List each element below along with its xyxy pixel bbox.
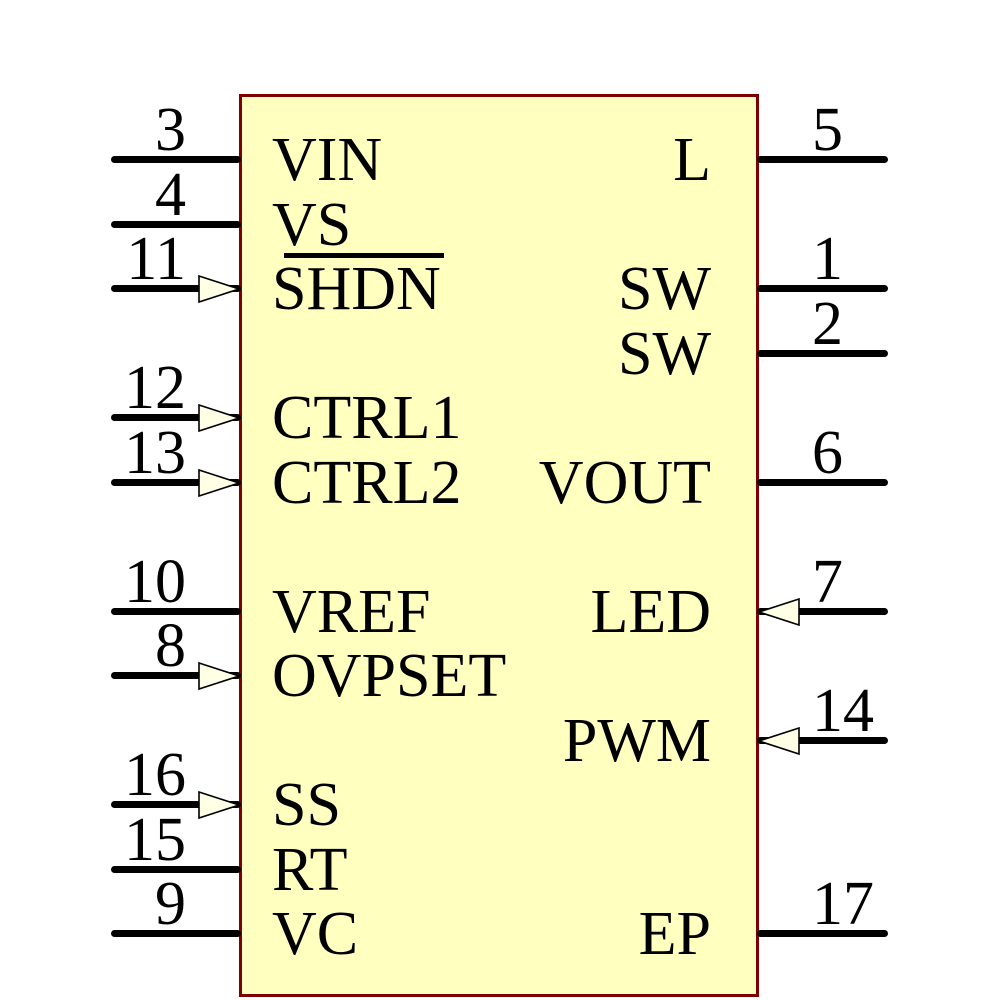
pin-label: VIN <box>272 125 383 194</box>
input-arrow-icon <box>197 468 242 503</box>
pin-line <box>111 221 241 228</box>
pin-number: 14 <box>812 677 874 745</box>
pin-label: CTRL2 <box>272 448 462 517</box>
pin-line <box>757 156 888 163</box>
pin-label: SW <box>618 319 711 388</box>
pin-number: 2 <box>812 290 843 358</box>
pin-line <box>111 608 241 615</box>
pin-label: L <box>673 125 711 194</box>
pin-line <box>111 479 241 486</box>
pin-number: 3 <box>155 96 186 164</box>
pin-label: LED <box>590 577 711 646</box>
pin-number: 1 <box>812 225 843 293</box>
input-arrow-icon <box>197 403 242 438</box>
component-body <box>239 94 759 997</box>
input-arrow-icon <box>197 661 242 696</box>
pin-number: 15 <box>124 806 186 874</box>
input-arrow-icon <box>197 790 242 825</box>
pin-label: SS <box>272 770 341 839</box>
pin-number: 11 <box>126 225 186 293</box>
pin-line <box>111 672 241 679</box>
pin-line <box>111 414 241 421</box>
pin-line <box>757 608 888 615</box>
pin-number: 16 <box>124 741 186 809</box>
pin-line <box>111 866 241 873</box>
pin-number: 12 <box>124 354 186 422</box>
pin-number: 8 <box>155 612 186 680</box>
pin-label: CTRL1 <box>272 383 462 452</box>
input-arrow-icon <box>756 726 801 761</box>
pin-label: VC <box>272 899 359 968</box>
pin-label: VS <box>272 190 352 259</box>
pin-number: 4 <box>155 161 186 229</box>
pin-label: OVPSET <box>272 641 507 710</box>
pin-line <box>757 285 888 292</box>
pin-line <box>757 737 888 744</box>
pin-label: VREF <box>272 577 431 646</box>
pin-line <box>111 156 241 163</box>
pin-label: RT <box>272 835 348 904</box>
pin-number: 9 <box>155 870 186 938</box>
pin-label: EP <box>638 899 711 968</box>
input-arrow-icon <box>756 597 801 632</box>
pin-line <box>757 479 888 486</box>
pin-line <box>757 350 888 357</box>
pin-line <box>111 285 241 292</box>
pin-label: SW <box>618 254 711 323</box>
pin-number: 7 <box>812 548 843 616</box>
pin-label: PWM <box>562 706 711 775</box>
pin-line <box>757 930 888 937</box>
pin-line <box>111 930 241 937</box>
pin-number: 6 <box>812 419 843 487</box>
pin-number: 17 <box>812 870 874 938</box>
input-arrow-icon <box>197 274 242 309</box>
pin-label: VOUT <box>538 448 711 517</box>
pin-label: SHDN <box>272 254 441 323</box>
pin-number: 13 <box>124 419 186 487</box>
pin-number: 5 <box>812 96 843 164</box>
active-low-overline <box>284 253 444 258</box>
pin-number: 10 <box>124 548 186 616</box>
pin-line <box>111 801 241 808</box>
